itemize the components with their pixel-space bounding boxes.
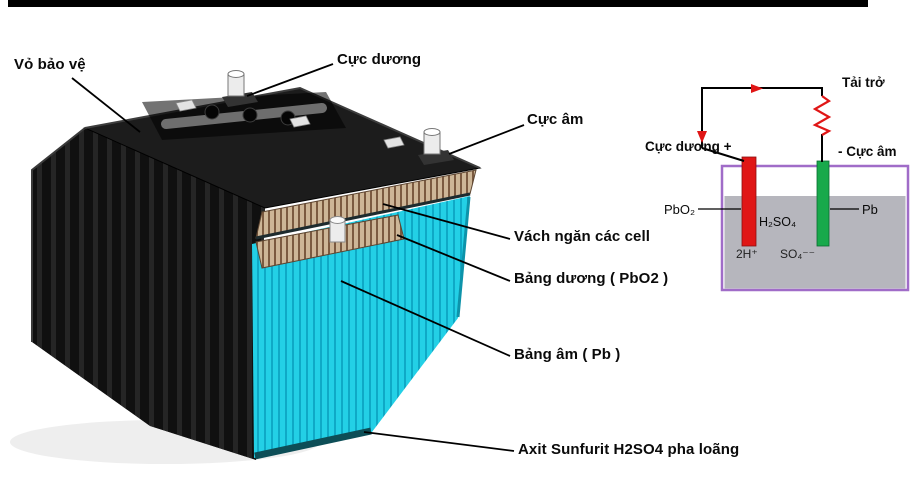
label-sulfate-ion: SO₄⁻⁻ xyxy=(780,247,815,261)
label-h2so4: H₂SO₄ xyxy=(759,215,797,229)
label-cell-separator: Vách ngăn các cell xyxy=(514,228,651,245)
line-positive-terminal-label xyxy=(246,63,334,97)
label-negative-terminal: Cực âm xyxy=(527,111,584,128)
battery-case-ribs xyxy=(32,128,265,460)
line-negative-terminal-label xyxy=(448,124,525,155)
label-hydrogen-ion: 2H⁺ xyxy=(736,247,758,261)
battery-illustration xyxy=(10,70,482,464)
label-electrolyte-acid: Axit Sunfurit H2SO4 pha loãng xyxy=(518,441,740,458)
cell-separator-edge xyxy=(255,192,471,240)
top-border-bar xyxy=(8,0,868,7)
positive-terminal-post xyxy=(222,70,258,107)
label-positive-terminal: Cực dương xyxy=(337,51,422,68)
negative-electrode-bar xyxy=(816,160,830,247)
lid-vent-holes xyxy=(204,104,296,126)
cell-post-2 xyxy=(329,216,346,243)
positive-electrode-bar xyxy=(741,156,757,247)
interior-right-edge xyxy=(456,196,471,318)
label-load-resistor: Tải trở xyxy=(842,75,885,90)
battery-label-lines xyxy=(71,63,525,452)
label-pbo2: PbO₂ xyxy=(664,202,696,217)
battery-interior-plates xyxy=(252,196,470,458)
label-positive-electrode: Cực dương + xyxy=(645,139,732,154)
line-positive-plate-label xyxy=(396,234,511,282)
current-arrow-top xyxy=(751,84,763,93)
case-edge-highlight xyxy=(31,127,86,342)
label-negative-plate: Bảng âm ( Pb ) xyxy=(514,346,621,363)
current-arrow-left xyxy=(697,131,707,143)
line-electrolyte-label xyxy=(363,431,515,452)
load-resistor xyxy=(812,95,832,136)
label-pb: Pb xyxy=(862,202,878,217)
electrolyte-bottom-strip xyxy=(254,427,372,460)
line-case-label xyxy=(71,77,141,133)
circuit-diagram xyxy=(697,84,910,292)
label-protective-case: Vỏ bảo vệ xyxy=(14,56,86,73)
circuit-wires xyxy=(701,87,823,162)
label-positive-plate: Bảng dương ( PbO2 ) xyxy=(514,270,669,287)
negative-terminal-post xyxy=(418,128,454,165)
line-negative-plate-label xyxy=(340,280,511,357)
label-negative-electrode: - Cực âm xyxy=(838,144,897,159)
line-separator-label xyxy=(382,203,511,240)
cell-container xyxy=(720,164,910,292)
lid-vent-caps xyxy=(175,99,405,149)
